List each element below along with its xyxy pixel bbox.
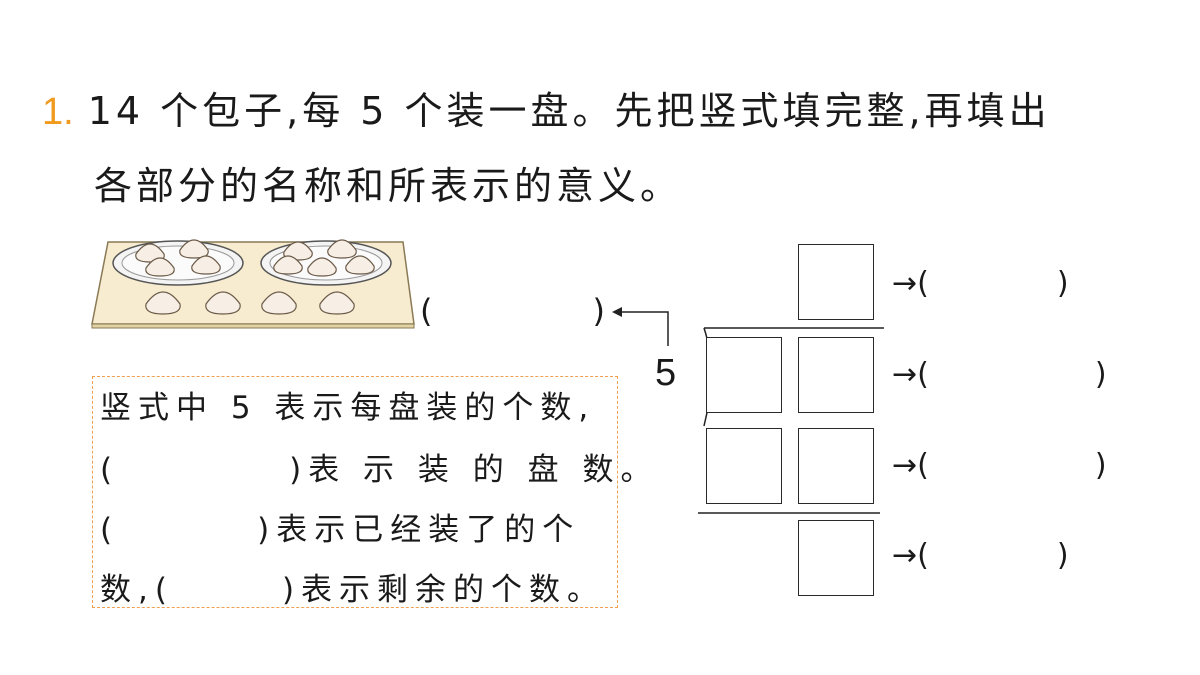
divisor: 5 (655, 352, 677, 394)
question-text-1: 14 个包子,每 5 个装一盘。先把竖式填完整,再填出 (87, 89, 1051, 133)
quotient-name-blank: →() (892, 266, 1069, 301)
tray-answer-blank: () (420, 292, 605, 330)
question-line-2: 各部分的名称和所表示的意义。 (94, 164, 683, 208)
explanation-line-1: 竖式中 5 表示每盘装的个数, (100, 390, 596, 426)
dividend-ones-box[interactable] (798, 337, 874, 413)
remainder-name-blank: →() (892, 538, 1069, 573)
question-line-1: 1. 14 个包子,每 5 个装一盘。先把竖式填完整,再填出 (42, 80, 1051, 135)
product-ones-box[interactable] (798, 428, 874, 504)
bun-tray-illustration (88, 228, 418, 330)
pointer-arrow-icon (612, 307, 669, 346)
explanation-line-3: ()表示已经装了的个 (100, 512, 581, 548)
explanation-line-4: 数,()表示剩余的个数。 (100, 572, 606, 608)
quotient-box[interactable] (798, 244, 874, 320)
dividend-name-blank: →() (892, 357, 1107, 392)
explanation-box (92, 376, 618, 608)
dividend-tens-box[interactable] (706, 337, 782, 413)
bun-tray-icon (91, 239, 415, 329)
product-name-blank: →() (892, 448, 1107, 483)
product-tens-box[interactable] (706, 428, 782, 504)
explanation-line-2: ()表 示 装 的 盘 数。 (100, 452, 659, 488)
question-number: 1. (42, 91, 74, 133)
remainder-box[interactable] (798, 520, 874, 596)
